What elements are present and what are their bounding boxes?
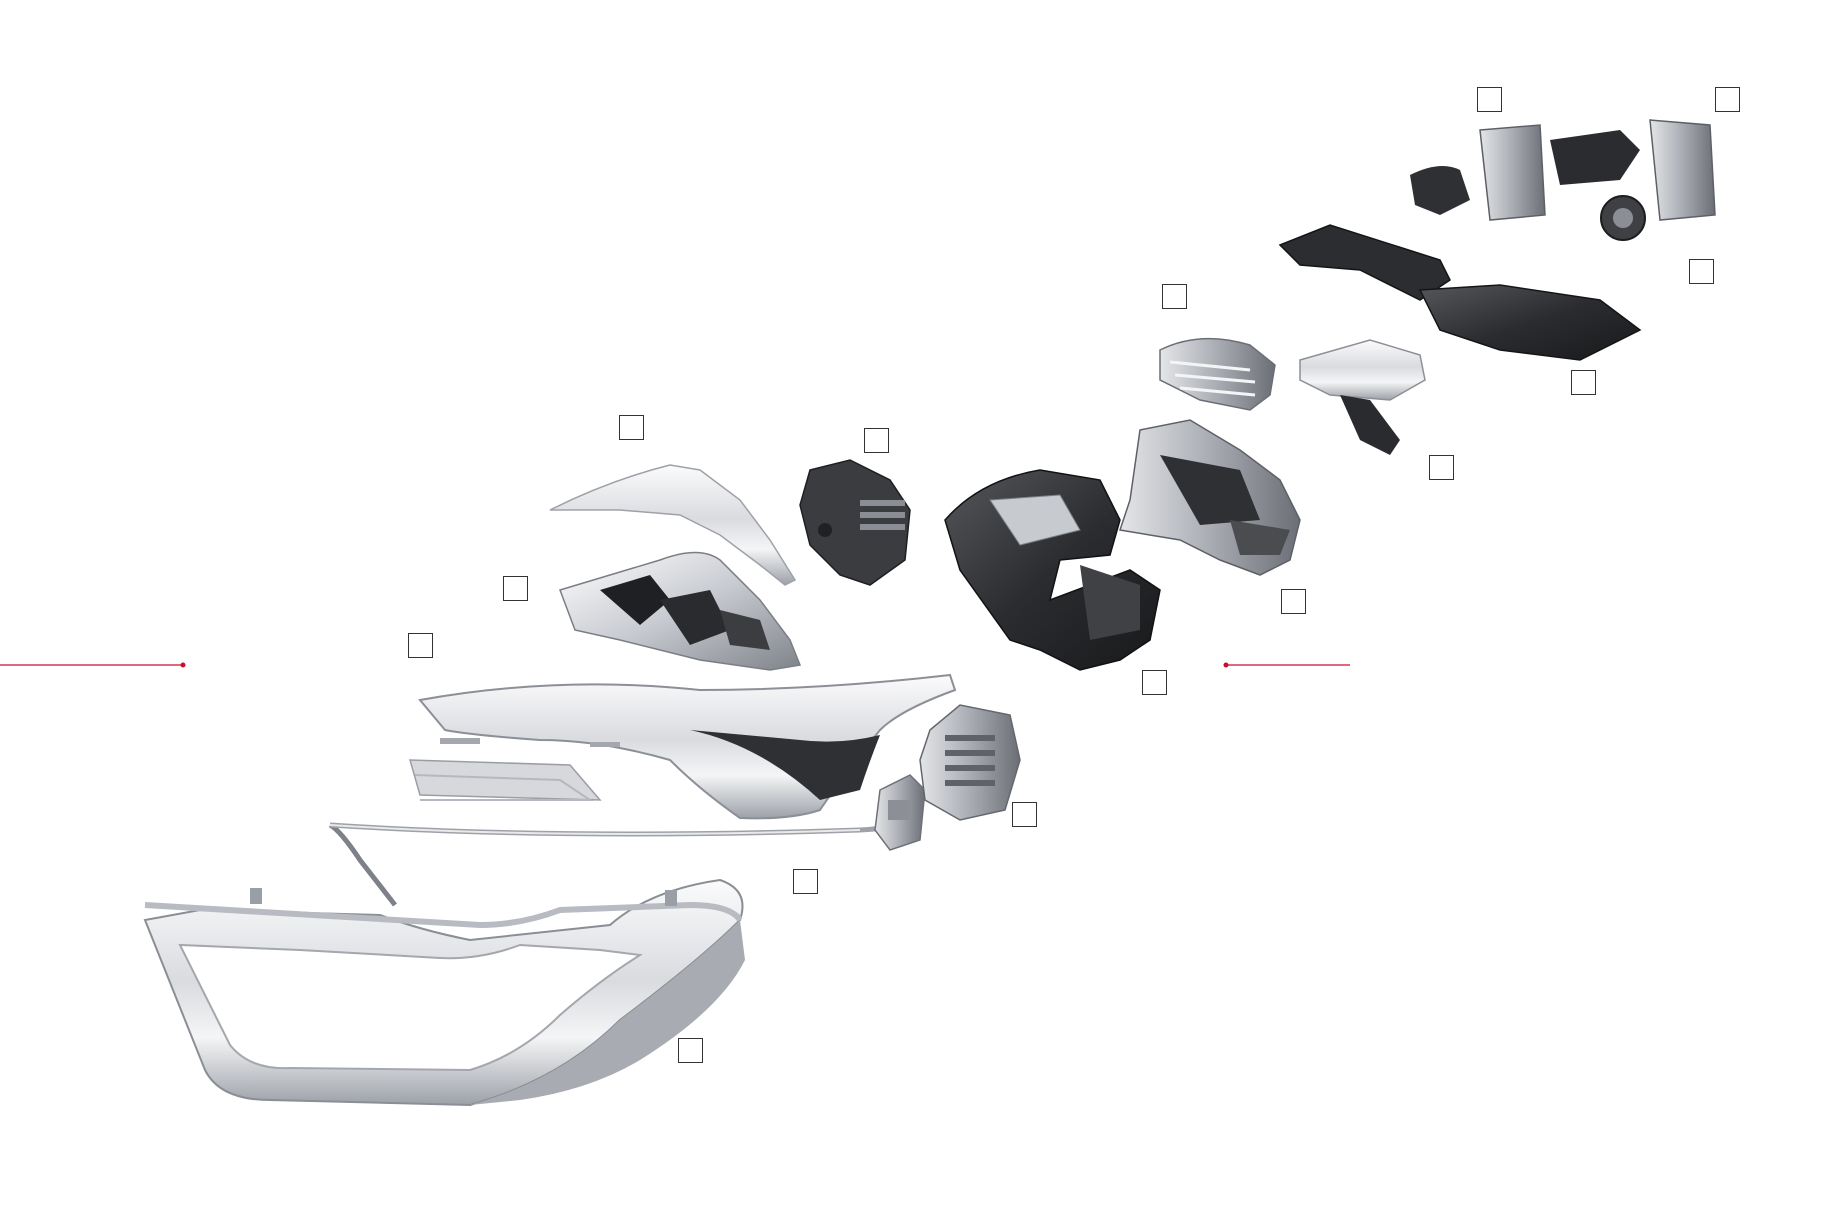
light-guide-rod <box>328 812 922 907</box>
callout-box <box>408 633 433 658</box>
callout-box <box>1162 284 1187 309</box>
callout-box <box>793 869 818 894</box>
callout-box <box>1689 259 1714 284</box>
left-rule-dot <box>180 662 186 668</box>
callout-box <box>1429 455 1454 480</box>
dark-projector-housing <box>944 469 1161 671</box>
led-driver-module <box>919 704 1021 821</box>
upper-trim-panel <box>549 464 797 586</box>
callout-box <box>1281 589 1306 614</box>
led-module-small <box>874 774 926 851</box>
callout-box <box>864 428 889 453</box>
callout-box <box>1142 670 1167 695</box>
reflector-insert <box>559 551 802 671</box>
callout-box <box>619 415 644 440</box>
right-rule-dot <box>1223 662 1229 668</box>
projector-bracket-frame <box>1119 419 1301 576</box>
shield-plate <box>1299 339 1426 455</box>
callout-box <box>678 1038 703 1063</box>
callout-box <box>1012 802 1037 827</box>
callout-box <box>503 576 528 601</box>
heatsink-fin-piece <box>1159 337 1276 411</box>
callout-box <box>1571 370 1596 395</box>
callout-box <box>1715 87 1740 112</box>
control-electronics-assembly <box>1278 119 1716 361</box>
outer-chrome-bezel <box>143 878 745 1107</box>
led-cooling-block <box>799 459 911 586</box>
drl-light-bar <box>408 673 957 820</box>
callout-box <box>1477 87 1502 112</box>
